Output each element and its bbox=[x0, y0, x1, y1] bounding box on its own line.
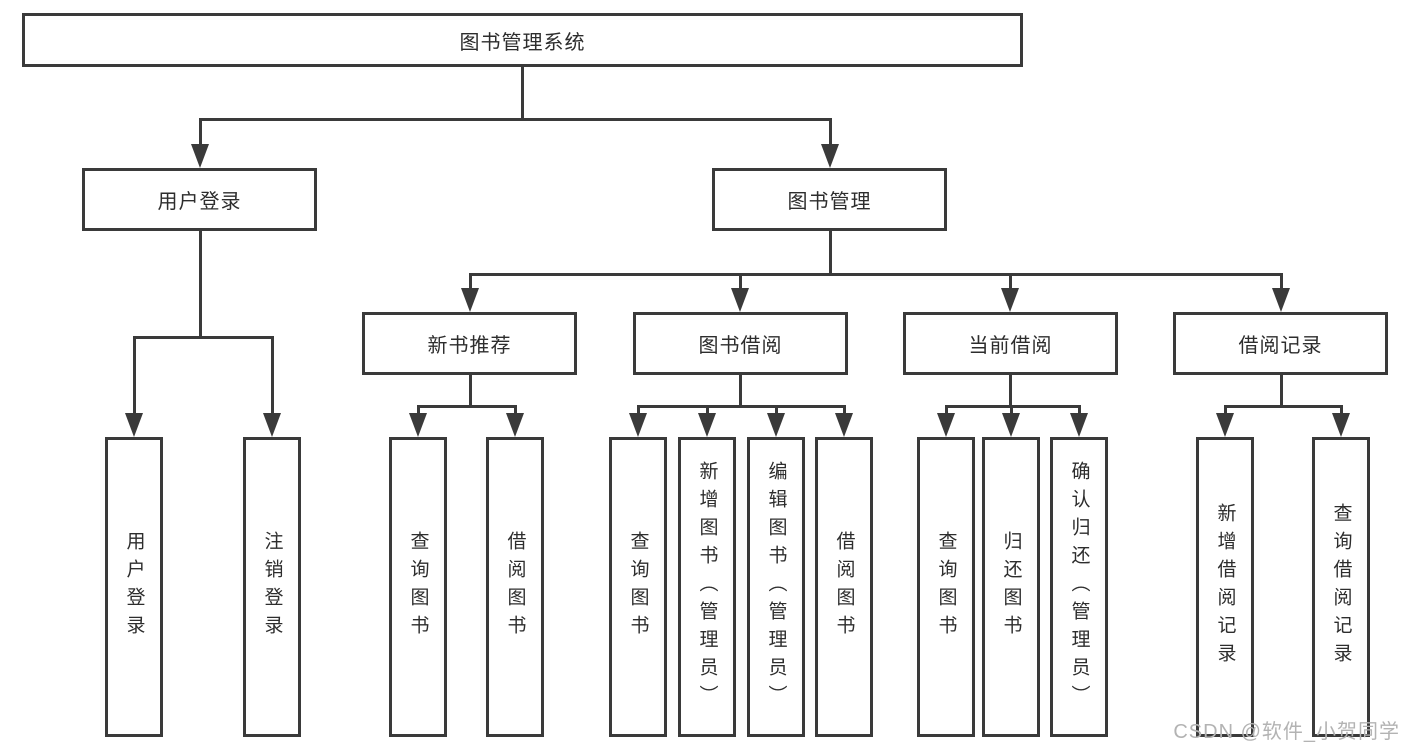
leaf-add-borrow-record: 新增借阅记录 bbox=[1196, 437, 1254, 737]
arrowhead-down-icon bbox=[461, 288, 479, 312]
flow-line bbox=[636, 405, 846, 408]
leaf-return-book: 归还图书 bbox=[982, 437, 1040, 737]
leaf-query-books-borrow: 查询图书 bbox=[609, 437, 667, 737]
arrowhead-down-icon bbox=[1070, 413, 1088, 437]
node-current-borrow: 当前借阅 bbox=[903, 312, 1118, 375]
arrowhead-down-icon bbox=[1001, 288, 1019, 312]
node-label: 图书管理 bbox=[787, 191, 872, 213]
flow-line bbox=[1008, 375, 1012, 408]
flow-line bbox=[1008, 273, 1012, 290]
flow-line bbox=[828, 118, 832, 146]
node-label: 新书推荐 bbox=[427, 335, 512, 357]
node-label: 新增图书（管理员） bbox=[696, 461, 718, 713]
leaf-query-books-recommend: 查询图书 bbox=[389, 437, 447, 737]
leaf-query-borrow-record: 查询借阅记录 bbox=[1312, 437, 1370, 737]
flow-line bbox=[520, 67, 524, 121]
flow-line bbox=[842, 405, 846, 415]
node-label: 借阅记录 bbox=[1238, 335, 1323, 357]
flow-line bbox=[468, 273, 1283, 276]
flow-line bbox=[774, 405, 778, 415]
arrowhead-down-icon bbox=[1216, 413, 1234, 437]
flow-line bbox=[468, 375, 472, 408]
arrowhead-down-icon bbox=[767, 413, 785, 437]
node-label: 新增借阅记录 bbox=[1214, 503, 1236, 671]
node-label: 归还图书 bbox=[1000, 531, 1022, 643]
flow-line bbox=[1223, 405, 1227, 415]
arrowhead-down-icon bbox=[506, 413, 524, 437]
flow-line bbox=[1279, 273, 1283, 290]
arrowhead-down-icon bbox=[937, 413, 955, 437]
leaf-borrow-books: 借阅图书 bbox=[815, 437, 873, 737]
node-label: 当前借阅 bbox=[968, 335, 1053, 357]
arrowhead-down-icon bbox=[629, 413, 647, 437]
node-root: 图书管理系统 bbox=[22, 13, 1023, 67]
node-new-book-recommend: 新书推荐 bbox=[362, 312, 577, 375]
csdn-watermark: CSDN @软件_小贺同学 bbox=[1173, 721, 1400, 743]
flow-line bbox=[1077, 405, 1081, 415]
leaf-borrow-books-recommend: 借阅图书 bbox=[486, 437, 544, 737]
flow-line bbox=[705, 405, 709, 415]
node-book-borrow: 图书借阅 bbox=[633, 312, 848, 375]
node-label: 编辑图书（管理员） bbox=[765, 461, 787, 713]
node-label: 查询借阅记录 bbox=[1330, 503, 1352, 671]
flow-line bbox=[270, 336, 274, 415]
flow-line bbox=[1223, 405, 1343, 408]
node-label: 借阅图书 bbox=[504, 531, 526, 643]
flow-line bbox=[132, 336, 136, 415]
flow-line bbox=[944, 405, 948, 415]
leaf-edit-book-admin: 编辑图书（管理员） bbox=[747, 437, 805, 737]
flow-line bbox=[198, 231, 202, 339]
flow-line bbox=[513, 405, 517, 415]
arrowhead-down-icon bbox=[731, 288, 749, 312]
node-label: 图书管理系统 bbox=[459, 31, 586, 54]
flow-line bbox=[828, 231, 832, 276]
arrowhead-down-icon bbox=[1002, 413, 1020, 437]
node-label: 借阅图书 bbox=[833, 531, 855, 643]
flow-line bbox=[416, 405, 420, 415]
arrowhead-down-icon bbox=[125, 413, 143, 437]
leaf-query-books-current: 查询图书 bbox=[917, 437, 975, 737]
arrowhead-down-icon bbox=[1272, 288, 1290, 312]
arrowhead-down-icon bbox=[263, 413, 281, 437]
flow-line bbox=[416, 405, 517, 408]
flow-line bbox=[198, 118, 202, 146]
node-label: 查询图书 bbox=[407, 531, 429, 643]
node-borrow-records: 借阅记录 bbox=[1173, 312, 1388, 375]
leaf-logout: 注销登录 bbox=[243, 437, 301, 737]
flow-line bbox=[468, 273, 472, 290]
node-label: 图书借阅 bbox=[698, 335, 783, 357]
arrowhead-down-icon bbox=[191, 144, 209, 168]
node-book-management: 图书管理 bbox=[712, 168, 947, 231]
node-user-login: 用户登录 bbox=[82, 168, 317, 231]
flow-line bbox=[132, 336, 274, 339]
node-label: 用户登录 bbox=[123, 531, 145, 643]
arrowhead-down-icon bbox=[1332, 413, 1350, 437]
arrowhead-down-icon bbox=[821, 144, 839, 168]
node-label: 用户登录 bbox=[157, 191, 242, 213]
flow-line bbox=[1009, 405, 1013, 415]
node-label: 查询图书 bbox=[627, 531, 649, 643]
flow-line bbox=[738, 273, 742, 290]
arrowhead-down-icon bbox=[835, 413, 853, 437]
node-label: 查询图书 bbox=[935, 531, 957, 643]
flow-line bbox=[1339, 405, 1343, 415]
arrowhead-down-icon bbox=[409, 413, 427, 437]
arrowhead-down-icon bbox=[698, 413, 716, 437]
leaf-add-book-admin: 新增图书（管理员） bbox=[678, 437, 736, 737]
flow-line bbox=[738, 375, 742, 408]
leaf-user-login: 用户登录 bbox=[105, 437, 163, 737]
flow-line bbox=[1279, 375, 1283, 408]
leaf-confirm-return-admin: 确认归还（管理员） bbox=[1050, 437, 1108, 737]
flow-line bbox=[636, 405, 640, 415]
node-label: 确认归还（管理员） bbox=[1068, 461, 1090, 713]
node-label: 注销登录 bbox=[261, 531, 283, 643]
flow-line bbox=[944, 405, 1081, 408]
flow-line bbox=[198, 118, 832, 121]
